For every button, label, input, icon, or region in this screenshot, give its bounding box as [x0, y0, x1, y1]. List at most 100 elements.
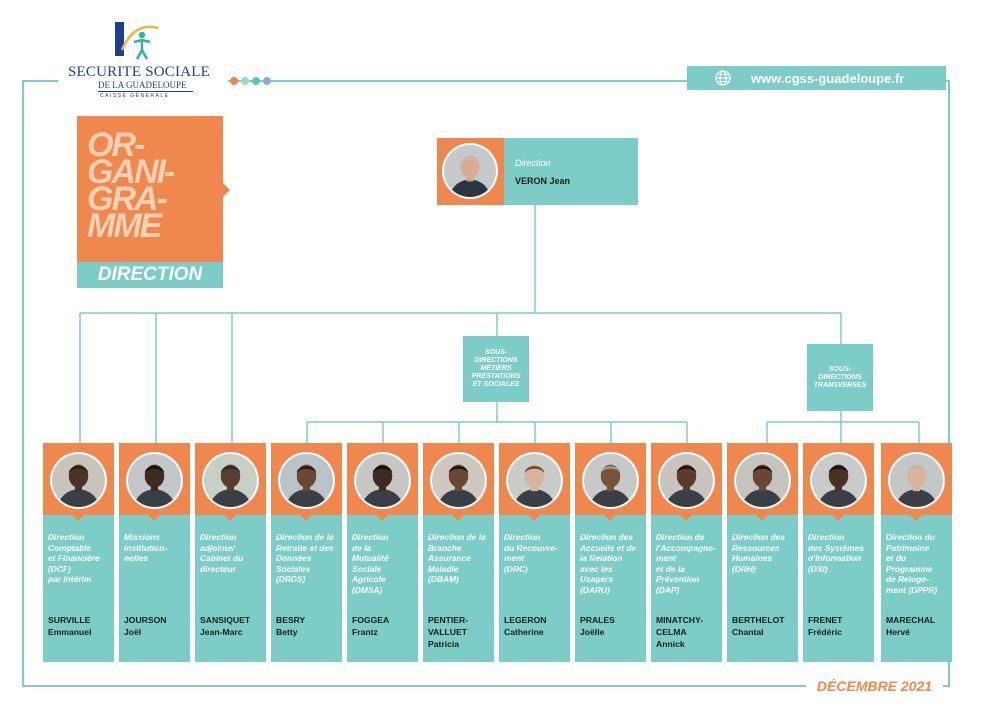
- portrait-icon: [890, 454, 943, 507]
- direction-title-line: d'Information: [808, 553, 862, 564]
- section-band: DIRECTION: [77, 262, 223, 288]
- card-notch: [72, 515, 84, 521]
- person-name-line: VALLUET: [428, 627, 467, 637]
- logo-subtitle: DE LA GUADELOUPE: [98, 80, 187, 90]
- logo-title: SECURITE SOCIALE: [68, 64, 210, 80]
- card-photo-frame: [195, 443, 266, 515]
- direction-title-line: Direction des: [580, 532, 634, 542]
- dot-orange: [230, 77, 238, 85]
- direction-title-line: (DRC): [504, 563, 528, 574]
- subdirection-label-line: SOUS-: [828, 365, 852, 373]
- title-line: GRA-: [87, 180, 168, 218]
- card-photo-frame: [43, 443, 114, 515]
- person-name-line: Betty: [276, 627, 298, 637]
- person-name-line: SURVILLE: [48, 615, 91, 625]
- person-name-line: MINATCHY-: [656, 615, 704, 625]
- direction-title-line: Branche: [428, 542, 462, 553]
- direction-title-line: Direction: [200, 532, 237, 542]
- portrait-icon: [204, 454, 257, 507]
- card-photo-frame: [423, 443, 494, 515]
- person-name-line: Annick: [656, 639, 685, 649]
- direction-title-line: Patrimoine: [886, 542, 930, 553]
- direction-title-line: Direction du: [886, 532, 935, 542]
- direction-title-line: (DMSA): [352, 584, 383, 595]
- direction-title-line: ment (DPPR): [886, 584, 938, 595]
- person-name-line: CELMA: [656, 627, 687, 637]
- subdirection-label-line: SOUS-: [484, 349, 508, 356]
- direction-title-line: de la: [352, 542, 372, 553]
- subdirection-label-line: DIRECTIONS: [474, 357, 518, 364]
- direction-title-line: (DRDS): [276, 574, 306, 585]
- card-photo: [888, 452, 945, 509]
- person-name-line: PENTIER-: [428, 615, 469, 625]
- direction-title-line: ment: [504, 553, 525, 564]
- card-photo: [506, 452, 563, 509]
- card-photo-frame: [575, 443, 646, 515]
- person-name-line: Jean-Marc: [200, 627, 243, 637]
- person-name-line: Catherine: [504, 627, 544, 637]
- card-photo-frame: [727, 443, 798, 515]
- direction-title-line: Direction: [352, 532, 389, 542]
- direction-title-line: Programme: [886, 563, 933, 574]
- direction-title-line: par intérim: [48, 574, 92, 585]
- direction-title-line: (DARU): [580, 584, 610, 595]
- direction-title-line: Assurance: [428, 553, 471, 564]
- person-name-line: FOGGEA: [352, 615, 390, 625]
- direction-title-line: et Financière: [48, 553, 100, 564]
- direction-title-line: institution-: [124, 542, 168, 553]
- publication-date: DÉCEMBRE 2021: [806, 677, 943, 695]
- person-name-line: SANSIQUET: [200, 615, 251, 625]
- portrait-icon: [508, 454, 561, 507]
- portrait-icon: [52, 454, 105, 507]
- director-photo-frame: [437, 138, 504, 205]
- subdirection-metiers-box: SOUS- DIRECTIONS MÉTIERS PRESTATIONS ET …: [463, 336, 529, 402]
- subdirection-label-line: PRESTATIONS: [471, 373, 521, 380]
- direction-title-line: et de la: [656, 563, 685, 574]
- director-name: VERON Jean: [515, 176, 571, 186]
- direction-title-line: la Relation: [580, 553, 623, 564]
- website-url[interactable]: www.cgss-guadeloupe.fr: [751, 70, 905, 86]
- card-notch: [832, 515, 844, 521]
- card-photo-frame: [651, 443, 722, 515]
- person-name-line: JOURSON: [124, 615, 167, 625]
- dot-teal: [241, 77, 249, 85]
- website-banner[interactable]: www.cgss-guadeloupe.fr: [687, 66, 946, 90]
- portrait-icon: [356, 454, 409, 507]
- direction-title-line: nelles: [124, 553, 148, 564]
- person-name-line: Hervé: [886, 627, 910, 637]
- logo-tagline: CAISSE GENERALE: [100, 93, 170, 99]
- person-name-line: Joëlle: [580, 627, 605, 637]
- person-name: MINATCHY- CELMA Annick: [656, 614, 720, 650]
- person-name-line: BESRY: [276, 615, 306, 625]
- portrait-icon: [812, 454, 865, 507]
- card-photo: [734, 452, 791, 509]
- direction-title-line: Direction de: [656, 532, 705, 542]
- direction-title-line: Usagers: [580, 574, 614, 585]
- subdirection-label-line: ET SOCIALES: [472, 381, 520, 388]
- direction-title-line: directeur: [200, 563, 236, 574]
- logo-mark-icon: [115, 22, 159, 60]
- direction-title-line: (DBAM): [428, 574, 459, 585]
- portrait-icon: [584, 454, 637, 507]
- card-notch: [910, 515, 922, 521]
- card-photo: [202, 452, 259, 509]
- card-photo-frame: [271, 443, 342, 515]
- card-photo-frame: [881, 443, 952, 515]
- card-notch: [148, 515, 160, 521]
